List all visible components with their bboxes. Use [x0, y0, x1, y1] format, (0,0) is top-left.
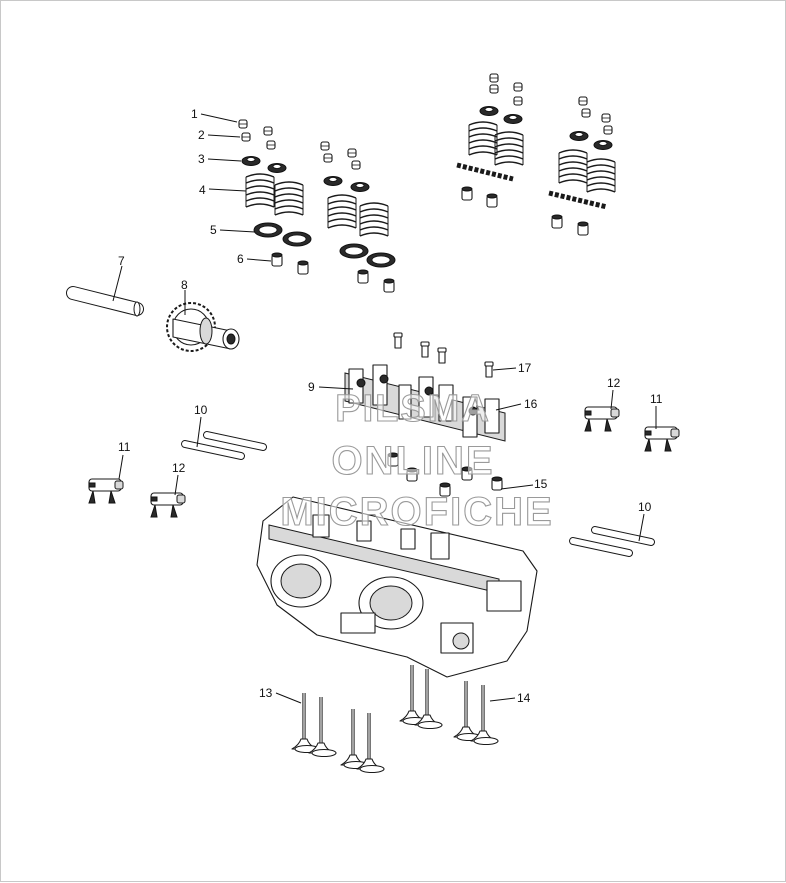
valve-keeper-icon: [241, 132, 251, 142]
valve-spring-icon: [245, 173, 275, 208]
valve-keeper-icon: [513, 96, 523, 106]
callout-2: 2: [198, 128, 205, 142]
valve-stem-seal-icon: [383, 278, 395, 293]
left-valve-train-group: [238, 119, 396, 293]
bolt-group: [393, 332, 494, 378]
valve-spring-icon: [494, 131, 524, 166]
callout-17: 17: [518, 361, 532, 375]
rocker-arm-icon: [584, 406, 620, 432]
spring-seat-washer-icon: [253, 222, 283, 238]
valve-spring-icon: [558, 149, 588, 184]
callout-4: 4: [199, 183, 206, 197]
valve-keeper-icon: [513, 82, 523, 92]
watermark-line-3: MICROFICHE: [280, 490, 553, 534]
callout-7: 7: [118, 254, 125, 268]
valve-spring-icon: [359, 202, 389, 237]
callout-11-left: 11: [118, 440, 131, 454]
valve-keeper-icon: [351, 160, 361, 170]
cylinder-head-icon: [256, 496, 538, 678]
callout-12-right: 12: [607, 376, 621, 390]
watermark-line-2: ONLINE: [331, 439, 494, 483]
valve-retainer-icon: [323, 176, 343, 186]
rocker-arm-icon: [88, 478, 124, 504]
valve-retainer-icon: [593, 140, 613, 150]
callout-15: 15: [534, 477, 548, 491]
watermark: PILSMA ONLINE MICROFICHE: [280, 387, 553, 534]
valve-keeper-icon: [263, 126, 273, 136]
rocker-arm-icon: [644, 426, 680, 452]
callout-12-left: 12: [172, 461, 186, 475]
valve-spring-icon: [274, 181, 304, 216]
valve-icon: [452, 679, 483, 743]
callout-1: 1: [191, 107, 198, 121]
valve-keeper-icon: [320, 141, 330, 151]
callout-labels: 1 2 3 4 5 6 7 8 9 10 11 12 17 16 15 12 1…: [118, 107, 663, 705]
valve-keeper-icon: [603, 125, 613, 135]
spring-seat-strip-icon: [456, 162, 514, 182]
callout-9: 9: [308, 380, 315, 394]
spring-seat-washer-icon: [366, 252, 396, 268]
valve-keeper-icon: [489, 84, 499, 94]
valve-spring-icon: [468, 121, 498, 156]
callout-6: 6: [237, 252, 244, 266]
leader-lines: [112, 113, 657, 704]
rocker-pin-icon: [66, 286, 144, 317]
callout-8: 8: [181, 278, 188, 292]
camshaft-icon: [166, 302, 240, 352]
callout-3: 3: [198, 152, 205, 166]
valve-keeper-icon: [581, 108, 591, 118]
valve-stem-seal-icon: [551, 214, 563, 229]
rocker-shaft-icon: [573, 530, 651, 553]
spring-seat-washer-icon: [339, 243, 369, 259]
right-valve-train-group: [456, 73, 616, 236]
spring-seat-strip-icon: [548, 190, 608, 210]
valve-retainer-icon: [479, 106, 499, 116]
rocker-arm-icon: [150, 492, 186, 518]
valve-icon: [290, 691, 321, 755]
valve-icon: [398, 663, 429, 727]
valve-spring-icon: [327, 194, 357, 229]
valve-spring-icon: [586, 158, 616, 193]
spring-seat-washer-icon: [282, 231, 312, 247]
valve-keeper-icon: [238, 119, 248, 129]
valve-retainer-icon: [569, 131, 589, 141]
valve-stem-seal-icon: [577, 221, 589, 236]
callout-5: 5: [210, 223, 217, 237]
callout-10-left: 10: [194, 403, 208, 417]
watermark-line-1: PILSMA: [335, 388, 491, 430]
callout-16: 16: [524, 397, 538, 411]
valve-retainer-icon: [267, 163, 287, 173]
valve-retainer-icon: [241, 156, 261, 166]
valve-icon: [339, 707, 370, 771]
valve-stem-seal-icon: [271, 252, 283, 267]
valve-stem-seal-icon: [461, 186, 473, 201]
valve-keeper-icon: [578, 96, 588, 106]
valve-stem-seal-icon: [486, 193, 498, 208]
callout-10-right: 10: [638, 500, 652, 514]
valve-keeper-icon: [489, 73, 499, 83]
valve-keeper-icon: [347, 148, 357, 158]
valve-keeper-icon: [601, 113, 611, 123]
valve-retainer-icon: [350, 182, 370, 192]
callout-14: 14: [517, 691, 531, 705]
valve-keeper-icon: [323, 153, 333, 163]
callout-11-right: 11: [650, 392, 663, 406]
valve-stem-seal-icon: [357, 269, 369, 284]
callout-13: 13: [259, 686, 273, 700]
valve-retainer-icon: [503, 114, 523, 124]
valve-keeper-icon: [266, 140, 276, 150]
valve-stem-seal-icon: [297, 260, 309, 275]
cam-carrier-icon: [344, 364, 506, 442]
